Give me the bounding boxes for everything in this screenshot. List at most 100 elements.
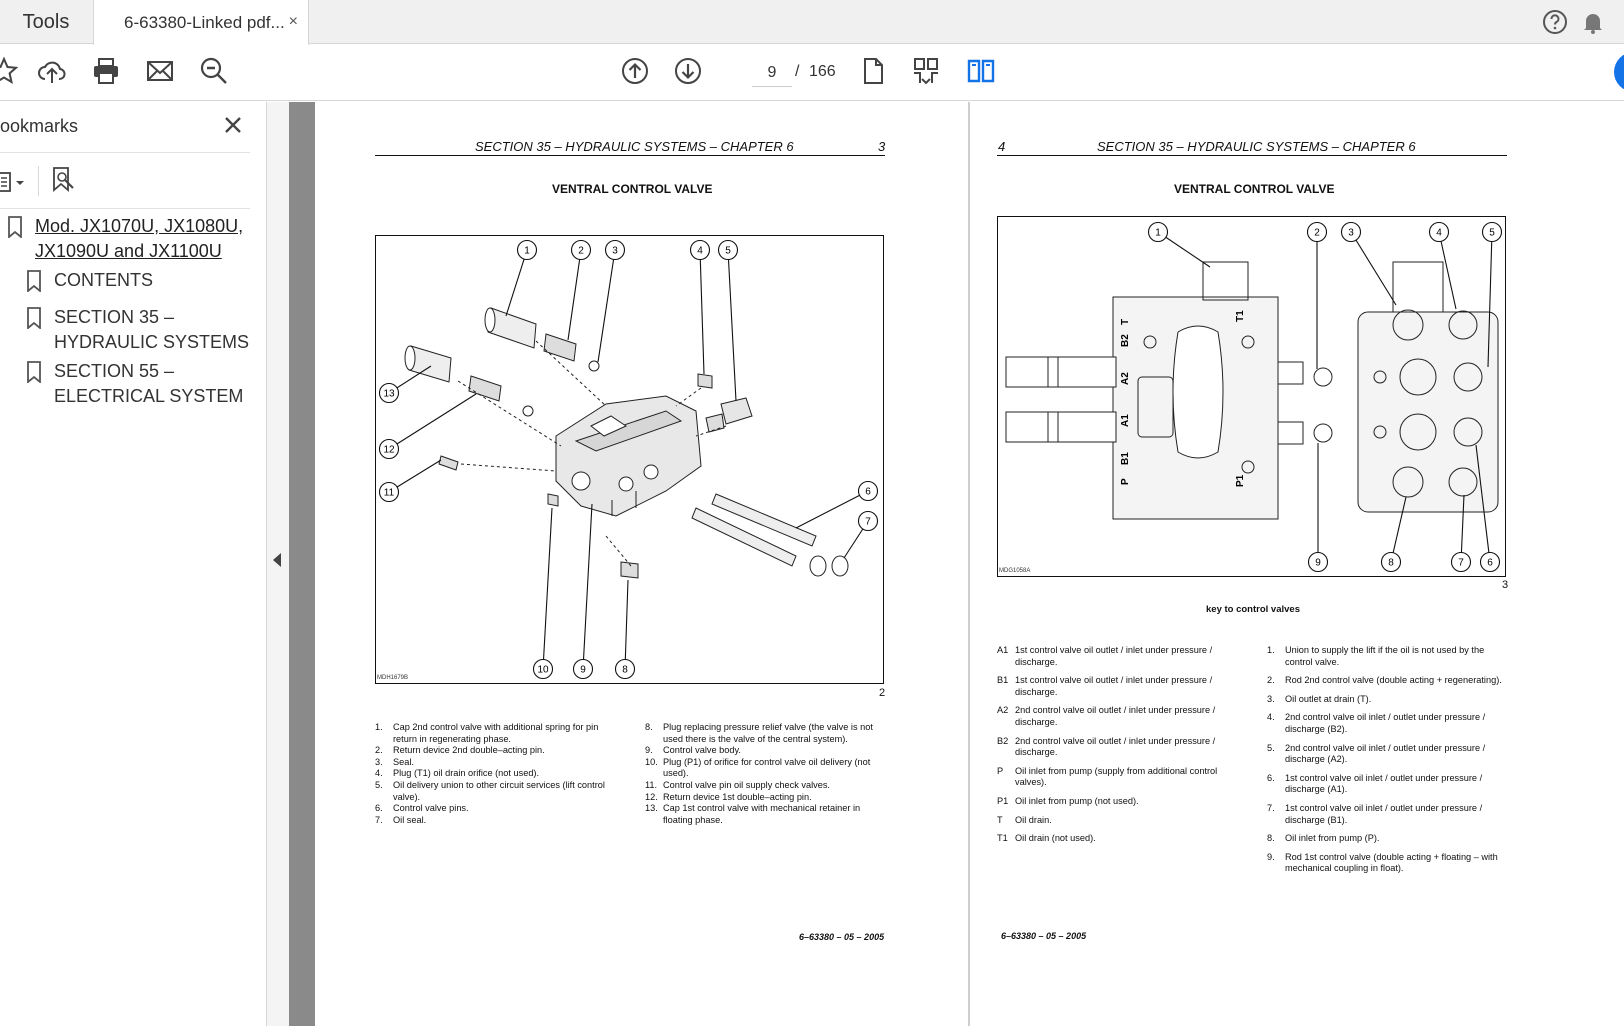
figure-id: MDH1679B <box>377 675 409 681</box>
legend-item-text: Cap 1st control valve with mechanical re… <box>663 803 861 825</box>
callout-label: 11 <box>384 488 395 499</box>
callout-leader <box>388 393 477 450</box>
bookmark-item-contents[interactable]: CONTENTS <box>54 268 153 293</box>
star-icon[interactable] <box>0 55 20 87</box>
profile-avatar[interactable] <box>1614 52 1624 92</box>
port-label: P <box>1120 478 1131 485</box>
callout-label: 9 <box>1315 558 1321 569</box>
legend-item-text: Oil drain (not used). <box>1015 833 1096 844</box>
key-column-2: 1.Union to supply the lift if the oil is… <box>1267 645 1507 882</box>
legend-item-text: Plug (P1) of orifice for control valve o… <box>663 756 871 779</box>
legend-item-text: 2nd control valve oil outlet / inlet und… <box>1015 735 1216 758</box>
legend-item: 7.1st control valve oil inlet / outlet u… <box>1267 803 1507 826</box>
divider <box>0 208 250 209</box>
zoom-icon[interactable] <box>198 55 230 87</box>
port-label: A1 <box>1120 414 1131 427</box>
callout-circle <box>1306 221 1328 243</box>
legend-item-number: 9. <box>645 745 653 756</box>
upload-icon[interactable] <box>36 55 68 87</box>
bookmark-item-section-35[interactable]: SECTION 35 – HYDRAULIC SYSTEMS <box>54 305 249 355</box>
tab-bar: Tools 6-63380-Linked pdf... × <box>0 0 1624 45</box>
legend-item-text: Seal. <box>393 756 414 767</box>
two-page-icon[interactable] <box>965 55 997 87</box>
legend-item: 9.Rod 1st control valve (double acting +… <box>1267 852 1507 875</box>
callout-label: 10 <box>537 665 549 676</box>
legend-item: 10. Plug (P1) of orifice for control valv… <box>645 757 885 780</box>
legend-item-number: 6. <box>1267 772 1275 783</box>
help-icon[interactable] <box>1542 9 1568 35</box>
legend-item-number: B2 <box>997 735 1009 746</box>
legend-item-text: Plug replacing pressure relief valve (th… <box>663 722 873 744</box>
page-header: SECTION 35 – HYDRAULIC SYSTEMS – CHAPTER… <box>475 139 794 154</box>
bell-icon[interactable] <box>1580 9 1606 35</box>
legend-item-number: 10. <box>645 756 658 767</box>
bookmark-item-section-55[interactable]: SECTION 55 – ELECTRICAL SYSTEM <box>54 359 243 409</box>
close-icon[interactable] <box>222 114 244 136</box>
toolbar: / 166 <box>0 45 1624 101</box>
callout-label: 6 <box>865 487 871 498</box>
bookmarks-tools <box>0 162 250 202</box>
tab-tools-label: Tools <box>22 10 70 33</box>
page-up-icon[interactable] <box>619 55 651 87</box>
page-number-input[interactable] <box>752 59 792 87</box>
legend-item-number: T <box>997 814 1003 825</box>
callout-leader <box>505 249 528 317</box>
single-page-icon[interactable] <box>857 55 889 87</box>
callout-leader <box>1487 231 1493 368</box>
legend-item-text: Control valve pins. <box>393 803 469 814</box>
legend-item-number: 9. <box>1267 851 1275 862</box>
bookmark-item-model[interactable]: Mod. JX1070U, JX1080U, JX1090U and JX110… <box>35 214 243 264</box>
legend-item-text: Control valve pin oil supply check valve… <box>663 779 830 790</box>
tool-divider <box>38 166 39 196</box>
legend-item-number: 1. <box>1267 645 1275 655</box>
page-total: 166 <box>809 63 836 80</box>
options-dropdown-icon[interactable] <box>0 170 30 194</box>
legend-item: 12.Return device 1st double–acting pin. <box>645 792 885 804</box>
callout-leader <box>388 459 442 493</box>
legend-item-number: 11. <box>645 779 658 790</box>
callout-label: 1 <box>1155 228 1161 239</box>
legend-item-number: 7. <box>1267 802 1275 813</box>
tab-tools[interactable]: Tools <box>0 0 92 44</box>
page-title: VENTRAL CONTROL VALVE <box>1174 182 1335 196</box>
mail-icon[interactable] <box>144 55 176 87</box>
legend-item-number: T1 <box>997 833 1008 844</box>
legend-item-number: P1 <box>997 795 1009 806</box>
legend-column-2: 8. Plug replacing pressure relief valve (… <box>645 722 885 826</box>
bookmark-label-line2: HYDRAULIC SYSTEMS <box>54 332 250 352</box>
legend-item: 8. Plug replacing pressure relief valve (… <box>645 722 885 745</box>
tab-document[interactable]: 6-63380-Linked pdf... × <box>93 0 309 45</box>
figure-number: 2 <box>879 687 886 699</box>
fit-icon[interactable] <box>910 55 942 87</box>
callout-circle <box>614 658 636 680</box>
callout-circle <box>1340 221 1362 243</box>
legend-item-text: 1st control valve oil outlet / inlet und… <box>1015 645 1213 667</box>
legend-item-text: Cap 2nd control valve with additional sp… <box>393 722 599 744</box>
legend-item-number: 5. <box>1267 742 1275 753</box>
legend-item-number: 2. <box>375 745 383 756</box>
close-tab-icon[interactable]: × <box>288 13 298 30</box>
bookmark-label-line1: SECTION 55 – <box>54 361 175 381</box>
legend-item-number: 6. <box>375 803 383 814</box>
callout-circle <box>689 239 711 261</box>
legend-item: T1 Oil drain (not used). <box>997 833 1227 845</box>
legend-item: 8.Oil inlet from pump (P). <box>1267 833 1507 845</box>
legend-column-1: 1.Cap 2nd control valve with additional … <box>375 722 615 826</box>
collapse-arrow-icon[interactable] <box>273 553 281 567</box>
legend-item-number: 8. <box>645 722 653 732</box>
legend-item: 4.2nd control valve oil inlet / outlet u… <box>1267 712 1507 735</box>
callout-leader <box>1475 444 1491 563</box>
page-number: 3 <box>878 139 886 154</box>
page-down-icon[interactable] <box>672 55 704 87</box>
pdf-page-left: SECTION 35 – HYDRAULIC SYSTEMS – CHAPTER… <box>315 102 968 1026</box>
document-viewport[interactable]: SECTION 35 – HYDRAULIC SYSTEMS – CHAPTER… <box>289 102 1624 1026</box>
callout-leader <box>1157 231 1211 268</box>
add-bookmark-icon[interactable] <box>50 166 76 196</box>
page-footer: 6–63380 – 05 – 2005 <box>799 932 885 942</box>
callout-circle <box>570 239 592 261</box>
callout-label: 12 <box>383 445 395 456</box>
legend-item: 1.Cap 2nd control valve with additional … <box>375 722 615 745</box>
print-icon[interactable] <box>90 55 122 87</box>
